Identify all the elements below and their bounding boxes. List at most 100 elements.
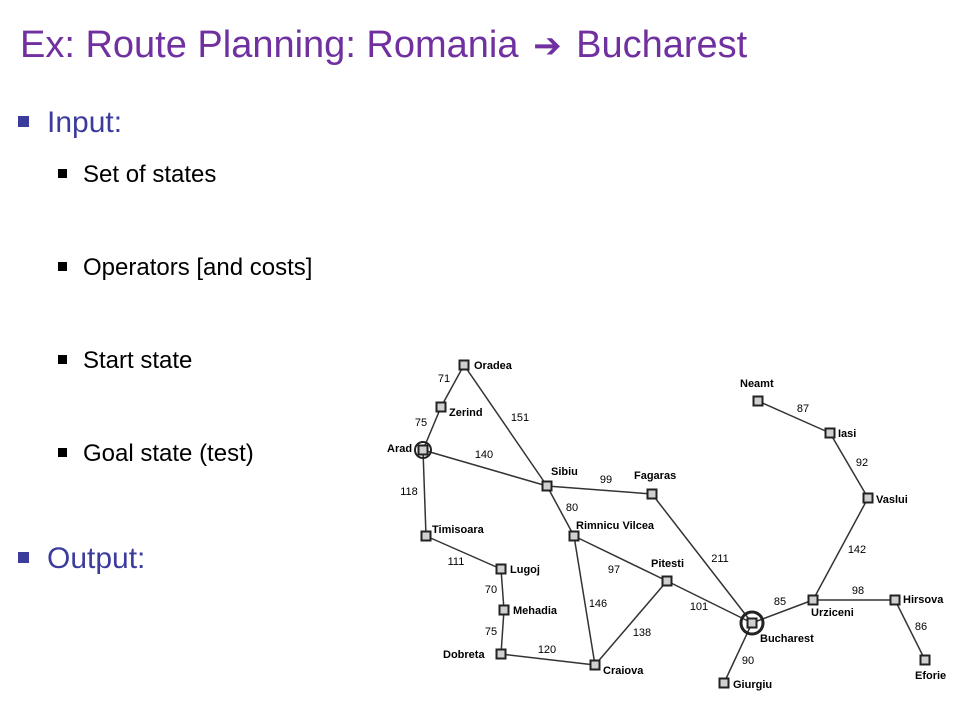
city-square-icon: [541, 480, 553, 492]
square-bullet-icon: [58, 448, 67, 458]
road-cost-label: 101: [690, 601, 708, 613]
city-label-zerind: Zerind: [449, 407, 483, 419]
start-ring-icon: [414, 441, 432, 459]
city-square-icon: [862, 492, 874, 504]
road-cost-label: 142: [848, 544, 866, 556]
road-sibiu-rimnicu: [546, 485, 575, 537]
road-fagaras-bucharest: [651, 493, 753, 624]
road-mehadia-dobreta: [500, 609, 505, 655]
road-arad-timisoara: [422, 449, 427, 537]
city-square-icon: [495, 563, 507, 575]
city-label-mehadia: Mehadia: [513, 605, 558, 617]
city-node-urziceni: [807, 594, 819, 606]
goal-ring-icon: [739, 610, 765, 636]
road-oradea-zerind: [440, 364, 465, 408]
city-node-bucharest: [739, 610, 765, 636]
square-bullet-icon: [58, 169, 67, 179]
road-cost-label: 70: [485, 584, 497, 596]
road-cost-label: 75: [485, 626, 497, 638]
slide-title: Ex: Route Planning: Romania ➔ Bucharest: [20, 24, 747, 67]
road-cost-label: 87: [797, 403, 809, 415]
road-lugoj-mehadia: [500, 568, 505, 611]
city-label-lugoj: Lugoj: [510, 564, 540, 576]
city-node-zerind: [435, 401, 447, 413]
road-cost-label: 75: [415, 417, 427, 429]
road-cost-label: 140: [475, 449, 493, 461]
city-label-neamt: Neamt: [740, 378, 774, 390]
city-node-pitesti: [661, 575, 673, 587]
city-label-giurgiu: Giurgiu: [733, 679, 772, 691]
bullet-output-label: Output:: [47, 542, 146, 575]
city-square-icon: [661, 575, 673, 587]
city-square-icon: [718, 677, 730, 689]
city-label-craiova: Craiova: [603, 665, 644, 677]
road-cost-label: 99: [600, 474, 612, 486]
square-bullet-icon: [58, 262, 67, 272]
city-label-timisoara: Timisoara: [432, 524, 485, 536]
road-cost-label: 98: [852, 585, 864, 597]
bullet-start-state: Start state: [58, 347, 192, 375]
city-label-rimnicu: Rimnicu Vilcea: [576, 520, 655, 532]
road-pitesti-bucharest: [666, 580, 753, 624]
city-label-dobreta: Dobreta: [443, 649, 485, 661]
city-label-sibiu: Sibiu: [551, 466, 578, 478]
city-node-sibiu: [541, 480, 553, 492]
road-timisoara-lugoj: [425, 535, 502, 570]
bullet-set-of-states: Set of states: [58, 161, 216, 189]
city-node-fagaras: [646, 488, 658, 500]
bullet-operators: Operators [and costs]: [58, 254, 312, 282]
city-node-hirsova: [889, 594, 901, 606]
city-square-icon: [824, 427, 836, 439]
road-cost-label: 118: [400, 486, 418, 498]
city-square-icon: [646, 488, 658, 500]
road-cost-label: 111: [448, 556, 465, 568]
road-dobreta-craiova: [500, 653, 596, 666]
city-node-dobreta: [495, 648, 507, 660]
city-square-icon: [420, 530, 432, 542]
road-cost-label: 151: [511, 412, 529, 424]
road-cost-label: 211: [711, 553, 729, 565]
city-square-icon: [435, 401, 447, 413]
city-node-neamt: [752, 395, 764, 407]
road-rimnicu-pitesti: [573, 535, 668, 582]
road-sibiu-fagaras: [546, 485, 653, 495]
road-oradea-sibiu: [463, 364, 548, 487]
city-node-craiova: [589, 659, 601, 671]
city-label-arad: Arad: [387, 443, 412, 455]
city-node-arad: [414, 441, 432, 459]
city-node-oradea: [458, 359, 470, 371]
road-vaslui-iasi: [829, 432, 869, 499]
city-node-mehadia: [498, 604, 510, 616]
city-node-rimnicu: [568, 530, 580, 542]
title-prefix: Ex: Route Planning: Romania: [20, 24, 519, 66]
bullet-input: Input:: [18, 106, 122, 140]
road-cost-label: 86: [915, 621, 927, 633]
city-label-oradea: Oradea: [474, 360, 513, 372]
city-square-icon: [568, 530, 580, 542]
road-urziceni-vaslui: [812, 497, 869, 601]
square-bullet-icon: [58, 355, 67, 365]
square-bullet-icon: [18, 551, 29, 563]
bullet-item-label: Set of states: [83, 161, 217, 188]
city-square-icon: [807, 594, 819, 606]
road-cost-label: 71: [438, 373, 450, 385]
road-cost-label: 120: [538, 644, 556, 656]
city-square-icon: [919, 654, 931, 666]
city-square-icon: [752, 395, 764, 407]
city-square-icon: [495, 648, 507, 660]
bullet-item-label: Start state: [83, 347, 193, 374]
city-node-eforie: [919, 654, 931, 666]
road-iasi-neamt: [757, 400, 831, 434]
bullet-item-label: Goal state (test): [83, 440, 254, 467]
city-square-icon: [458, 359, 470, 371]
bullet-goal-state: Goal state (test): [58, 440, 254, 468]
road-craiova-pitesti: [594, 580, 668, 666]
bullet-item-label: Operators [and costs]: [83, 254, 313, 281]
road-cost-label: 138: [633, 627, 651, 639]
city-label-hirsova: Hirsova: [903, 594, 944, 606]
city-label-vaslui: Vaslui: [876, 494, 908, 506]
city-node-timisoara: [420, 530, 432, 542]
city-square-icon: [589, 659, 601, 671]
city-square-icon: [498, 604, 510, 616]
